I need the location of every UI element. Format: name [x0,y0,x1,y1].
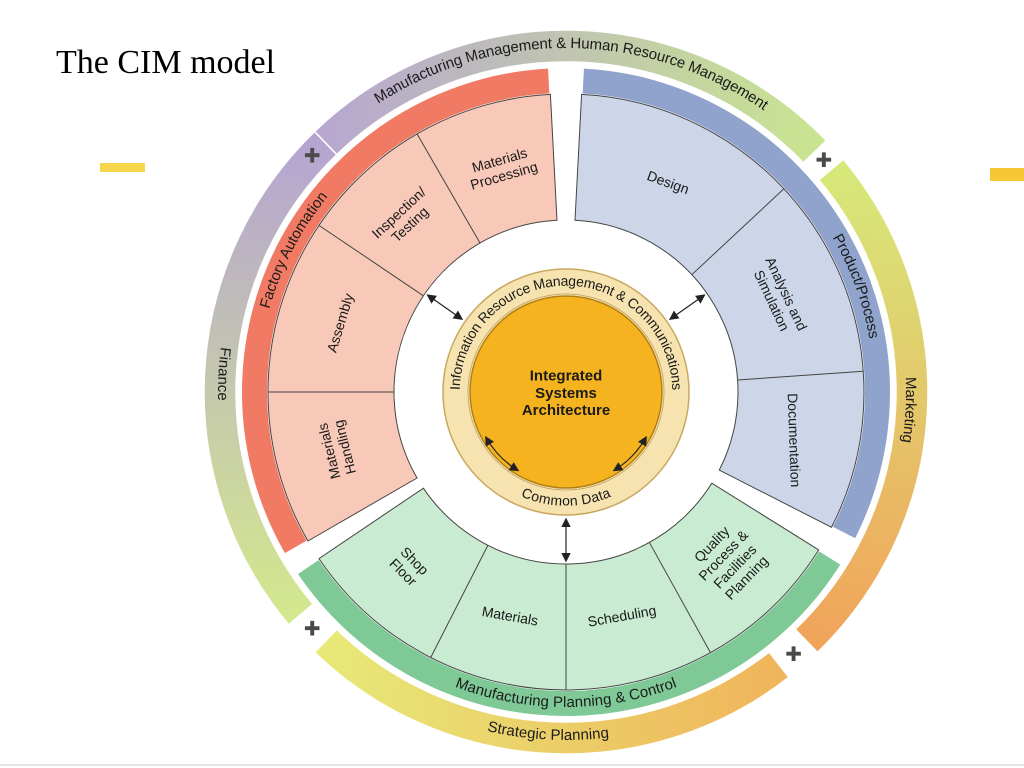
plus-separator-icon: ✚ [304,143,321,167]
curved-arrow [485,435,520,472]
divider-line [0,764,1024,766]
connector-arrow [668,294,706,320]
connector-arrow [426,294,464,320]
quadrant-factory [267,93,558,542]
plus-separator-icon: ✚ [785,642,802,666]
plus-separator-icon: ✚ [304,617,321,641]
divider-planning [430,545,489,658]
divider-factory [416,133,481,244]
divider-factory [318,224,424,297]
divider-product [737,370,864,381]
outer-ring-strategic [313,628,790,755]
outer-ring-marketing [794,158,929,654]
outer-ring-label-marketing: Marketing [898,377,919,444]
right-dash-mark [990,168,1024,181]
divider-planning [648,542,711,653]
slide-title: The CIM model [56,44,276,81]
left-dash-mark [100,163,145,172]
divider-product [691,188,785,276]
quadrant-product [574,93,865,528]
plus-separator-icon: ✚ [815,148,832,172]
outer-ring-mfg-hr [313,29,828,164]
quadrant-planning [318,482,820,691]
cell-documentation: Documentation [785,393,804,488]
outer-ring-finance [203,130,338,626]
outer-ring-label-finance: Finance [214,346,234,400]
curved-arrow [612,435,647,472]
